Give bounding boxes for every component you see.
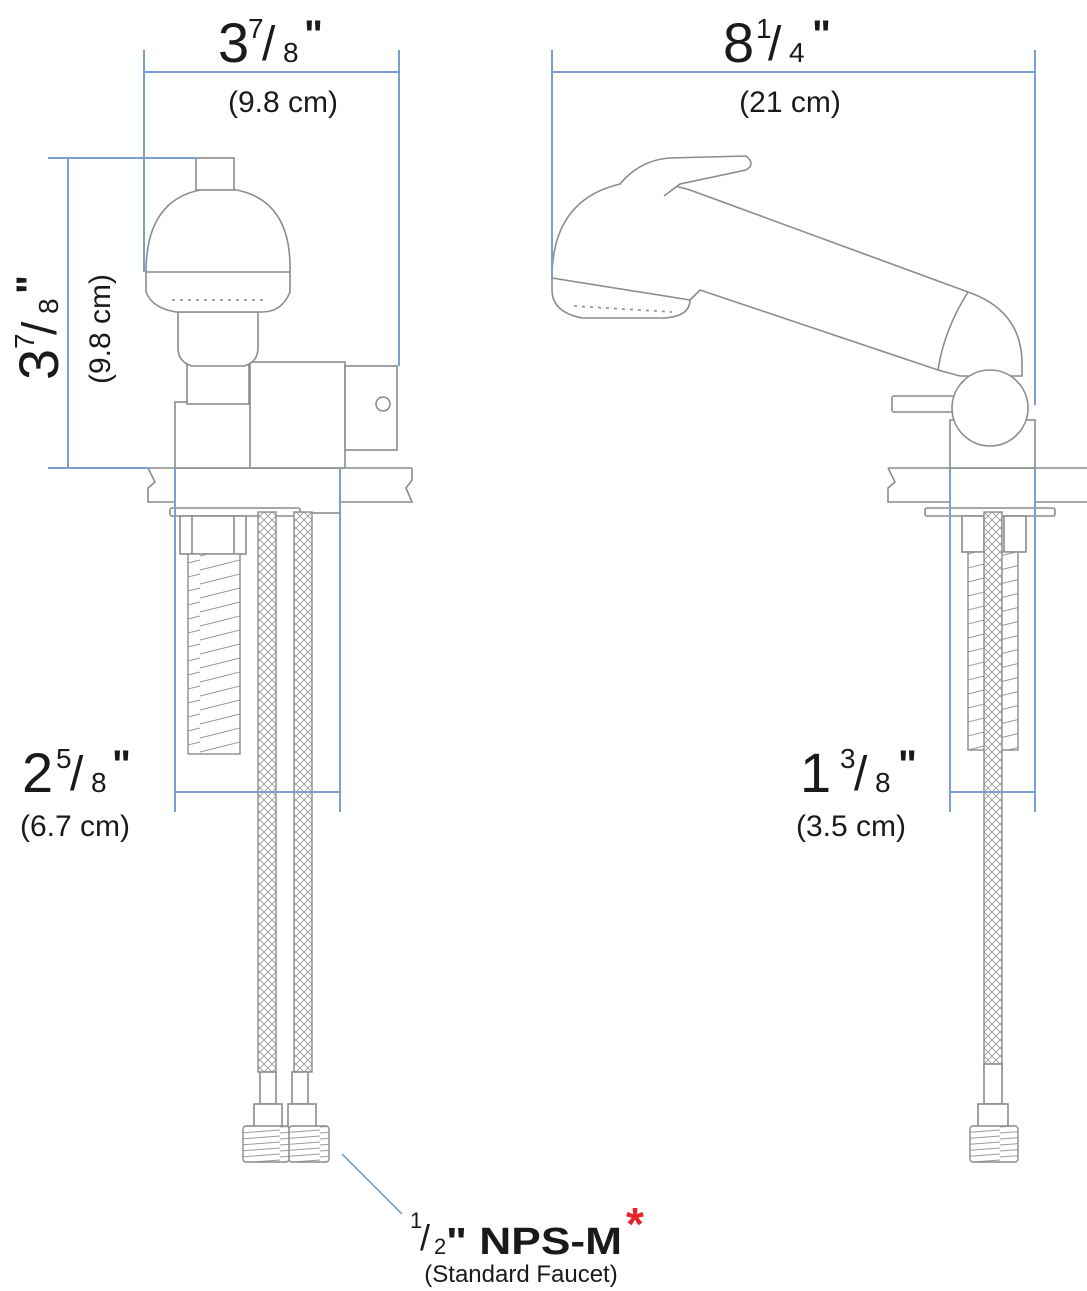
dim-right-width-den: 4: [789, 37, 805, 68]
connection-leader: [341, 1153, 403, 1215]
connection-note: (Standard Faucet): [424, 1261, 617, 1288]
front-neck-lower: [186, 359, 250, 405]
dim-left-width-slash: /: [262, 18, 276, 71]
dim-left-shank-slash: /: [70, 748, 84, 801]
front-hex-nut: [179, 515, 247, 555]
dim-right-shank-unit: ": [898, 743, 917, 787]
side-hex-nut-left: [961, 515, 985, 553]
dim-right-shank-metric: (3.5 cm): [796, 810, 906, 843]
front-shank-body: [174, 467, 341, 514]
dim-right-width-num: 1: [756, 13, 772, 44]
dim-left-shank: 2 5 / 8 " (6.7 cm): [20, 741, 131, 843]
side-spray-body: [551, 181, 1023, 377]
side-lever: [891, 395, 961, 413]
side-shank-body: [949, 467, 1036, 514]
dim-left-shank-unit: ": [112, 743, 131, 787]
front-spray-head: [145, 187, 291, 313]
front-neck-upper: [177, 311, 259, 367]
dim-right-width-whole: 8: [723, 11, 754, 74]
dim-left-shank-den: 8: [91, 767, 107, 798]
dim-left-height-whole: 3: [7, 349, 70, 380]
dim-left-width-unit: ": [304, 13, 323, 57]
front-connector-nut-1: [242, 1125, 290, 1163]
dim-left-height-metric-group: (9.8 cm): [84, 274, 117, 384]
dim-left-width-den: 8: [283, 37, 299, 68]
dim-right-shank-slash: /: [854, 748, 868, 801]
dim-right-width-unit: ": [812, 13, 831, 57]
front-head-button: [195, 157, 235, 191]
dim-right-shank-num: 3: [840, 743, 856, 774]
dim-right-width-metric: (21 cm): [739, 86, 841, 119]
front-handle-hole: [375, 396, 391, 412]
front-threaded-shank: [187, 553, 241, 755]
side-trigger: [619, 155, 752, 197]
dim-left-height-unit: ": [9, 275, 53, 294]
connection-text: " NPS-M: [446, 1221, 622, 1263]
dim-right-shank: 1 3 / 8 " (3.5 cm): [796, 741, 917, 843]
dim-left-width-metric: (9.8 cm): [228, 86, 338, 119]
dim-left-shank-num: 5: [56, 743, 72, 774]
dim-right-width-slash: /: [768, 18, 782, 71]
dim-left-width: 3 7 / 8 " (9.8 cm): [218, 11, 338, 119]
dim-left-height-metric: (9.8 cm): [84, 274, 117, 384]
connection-den: 2: [434, 1234, 446, 1259]
dim-left-shank-metric: (6.7 cm): [20, 810, 130, 843]
dim-left-shank-whole: 2: [22, 741, 53, 804]
dim-right-shank-den: 8: [875, 767, 891, 798]
side-dimension-lines: [551, 50, 1036, 812]
front-valve-block: [249, 361, 346, 469]
connection-asterisk: *: [626, 1198, 644, 1250]
dim-left-width-num: 7: [248, 13, 264, 44]
front-washer: [169, 507, 301, 517]
dim-right-shank-whole: 1: [800, 741, 831, 804]
dim-left-height-slash: /: [14, 321, 67, 335]
connection-num: 1: [410, 1208, 422, 1233]
connection-label: 1 / 2 " NPS-M * (Standard Faucet): [410, 1198, 644, 1288]
side-hex-nut-right: [1003, 515, 1027, 553]
dim-left-height-den: 8: [33, 298, 64, 314]
dim-right-width: 8 1 / 4 " (21 cm): [723, 11, 841, 119]
connection-slash: /: [420, 1217, 430, 1258]
front-view-faucet: [145, 157, 414, 1163]
dim-left-height: 3 7 / 8 ": [7, 275, 70, 380]
front-dimension-lines: [48, 50, 400, 812]
side-view-faucet: [551, 155, 1087, 1163]
side-handle-knob: [951, 369, 1029, 447]
dim-left-height-num: 7: [9, 333, 40, 349]
side-connector-nut: [969, 1125, 1019, 1163]
front-connector-nut-2: [288, 1125, 330, 1163]
dim-left-width-whole: 3: [218, 11, 249, 74]
